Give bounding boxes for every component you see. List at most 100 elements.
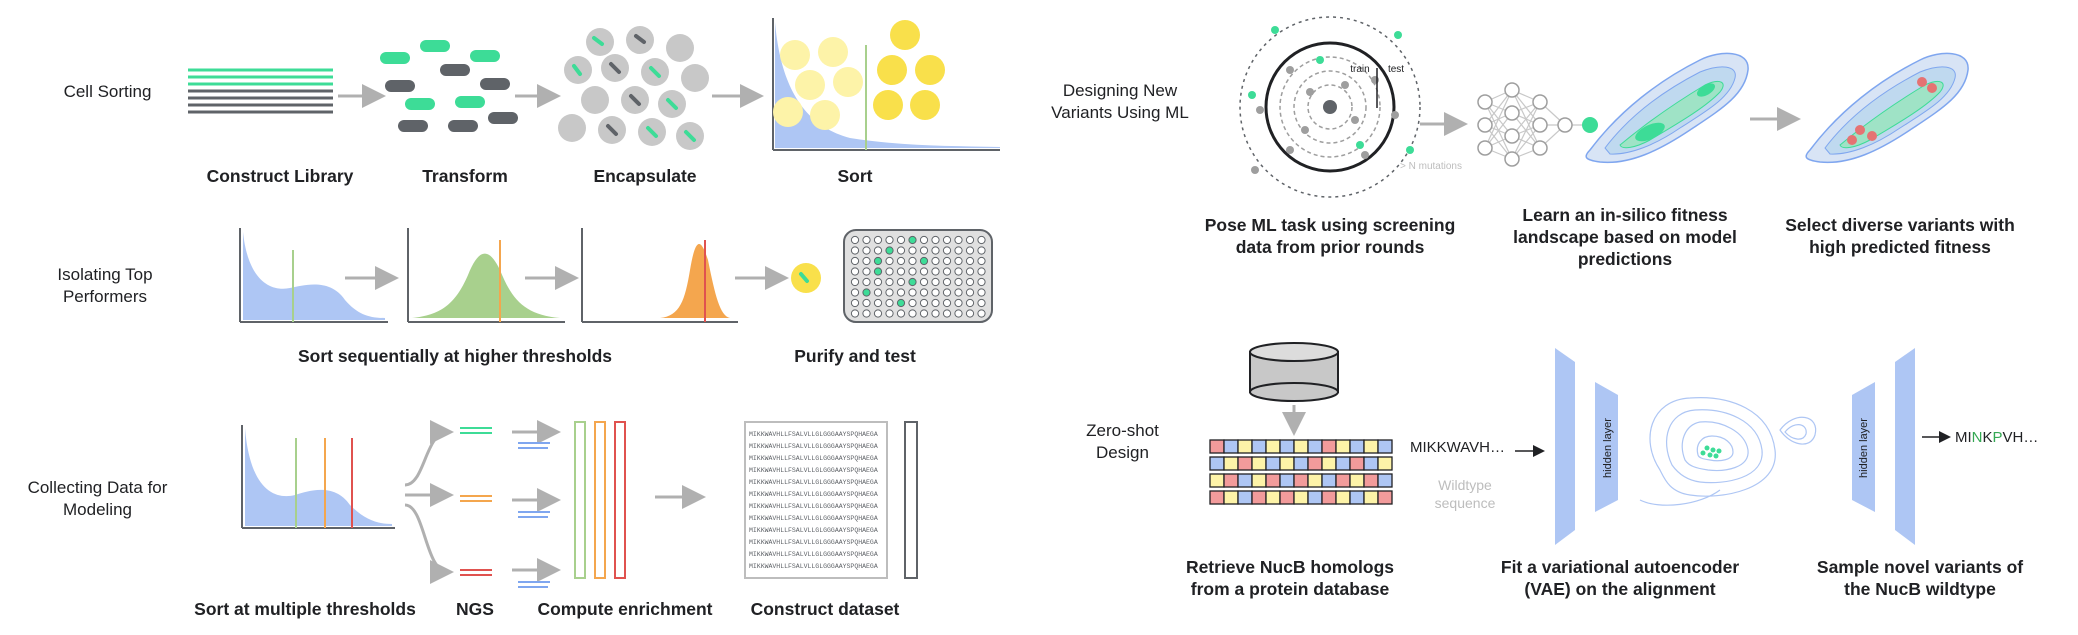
dataset-sequence: MIKKWAVHLLFSALVLLGLGGGAAYSPQHAEGA (749, 539, 878, 546)
well (873, 235, 883, 245)
well (850, 277, 860, 287)
dataset-sequence: MIKKWAVHLLFSALVLLGLGGGAAYSPQHAEGA (749, 455, 878, 462)
msa-cell (1251, 490, 1267, 505)
msa-cell (1237, 490, 1253, 505)
nn-node (1532, 140, 1548, 156)
well (885, 267, 894, 276)
well (885, 298, 894, 308)
well (873, 277, 883, 287)
well (931, 256, 940, 266)
well (908, 246, 917, 255)
msa-cell (1265, 439, 1281, 454)
nn-node (1477, 94, 1493, 110)
msa-cell (1307, 473, 1323, 488)
msa-cell (1223, 490, 1239, 505)
well (896, 267, 906, 276)
well (850, 288, 860, 297)
input-sequence: MIKKWAVH… (1410, 439, 1506, 456)
row-label-isolating-top-performers: Isolating Top Performers (35, 264, 175, 308)
well (965, 235, 975, 245)
nn-edge (1484, 89, 1513, 149)
well (954, 267, 963, 276)
msa-cell (1335, 456, 1351, 471)
well (965, 267, 975, 276)
well (885, 277, 894, 287)
arrows-to-reads (512, 420, 561, 582)
wildtype-sequence-label: Wildtype sequence (1434, 477, 1496, 511)
msa-cell (1265, 473, 1281, 488)
well (850, 256, 860, 266)
nn-node (1504, 151, 1520, 167)
caption-sort-sequentially: Sort sequentially at higher thresholds (297, 346, 613, 366)
msa-cell (1265, 490, 1281, 505)
well (908, 267, 917, 276)
well (965, 277, 975, 287)
well (919, 235, 929, 245)
caption-construct-dataset: Construct dataset (750, 599, 900, 619)
well (873, 256, 883, 266)
well (931, 235, 940, 245)
msa-cell (1363, 490, 1379, 505)
well (954, 235, 963, 245)
ngs-reads (460, 427, 492, 576)
distribution-plot-3 (581, 228, 738, 323)
output-seq-part: VH… (2002, 429, 2039, 446)
selected-variants-landscape (1805, 52, 1969, 164)
nn-edge (1511, 101, 1541, 160)
msa-cell (1223, 439, 1239, 454)
dataset-sequence: MIKKWAVHLLFSALVLLGLGGGAAYSPQHAEGA (749, 443, 878, 450)
decoder-hidden-layer (1852, 382, 1875, 512)
caption-sample-variants: Sample novel variants of the NucB wildty… (1816, 557, 2024, 599)
multi-threshold-plot (241, 425, 395, 529)
well (896, 298, 906, 308)
well (919, 298, 929, 308)
msa-cell (1251, 473, 1267, 488)
msa-cell (1335, 473, 1351, 488)
well (919, 277, 929, 287)
latent-space-contours (1639, 397, 1817, 506)
well (862, 235, 871, 245)
msa-cell (1377, 490, 1393, 505)
transformed-bacteria (380, 40, 518, 132)
msa-cell (1335, 439, 1351, 454)
well (862, 309, 871, 318)
well (885, 256, 894, 266)
purified-droplet (791, 263, 821, 293)
well (896, 235, 906, 245)
well (931, 267, 940, 276)
well (850, 309, 860, 318)
msa-cell (1349, 456, 1365, 471)
well (931, 246, 940, 255)
well (896, 309, 906, 318)
nn-node (1504, 128, 1520, 144)
nn-output-node (1582, 117, 1598, 133)
msa-cell (1265, 456, 1281, 471)
well (977, 256, 986, 266)
well (896, 277, 906, 287)
well (885, 288, 894, 297)
msa-cell (1363, 439, 1379, 454)
output-seq-mutation: P (1992, 429, 2003, 446)
well (873, 309, 883, 318)
encoder-layer (1555, 348, 1575, 545)
well (942, 277, 952, 287)
well (908, 277, 917, 287)
msa-cell (1209, 473, 1225, 488)
nn-node (1532, 94, 1548, 110)
well (896, 246, 906, 255)
well (965, 246, 975, 255)
well (931, 277, 940, 287)
caption-sort-multiple: Sort at multiple thresholds (194, 599, 416, 619)
well (977, 309, 986, 318)
msa-cell (1321, 473, 1337, 488)
nn-node (1557, 117, 1573, 133)
hidden-layer-label: hidden layer (1602, 418, 1614, 478)
well (908, 235, 917, 245)
well (896, 288, 906, 297)
well (862, 256, 871, 266)
caption-pose-ml-task: Pose ML task using screening data from p… (1204, 215, 1456, 257)
well (977, 298, 986, 308)
msa-cell (1293, 456, 1309, 471)
msa-cell (1307, 456, 1323, 471)
msa-cell (1293, 473, 1309, 488)
